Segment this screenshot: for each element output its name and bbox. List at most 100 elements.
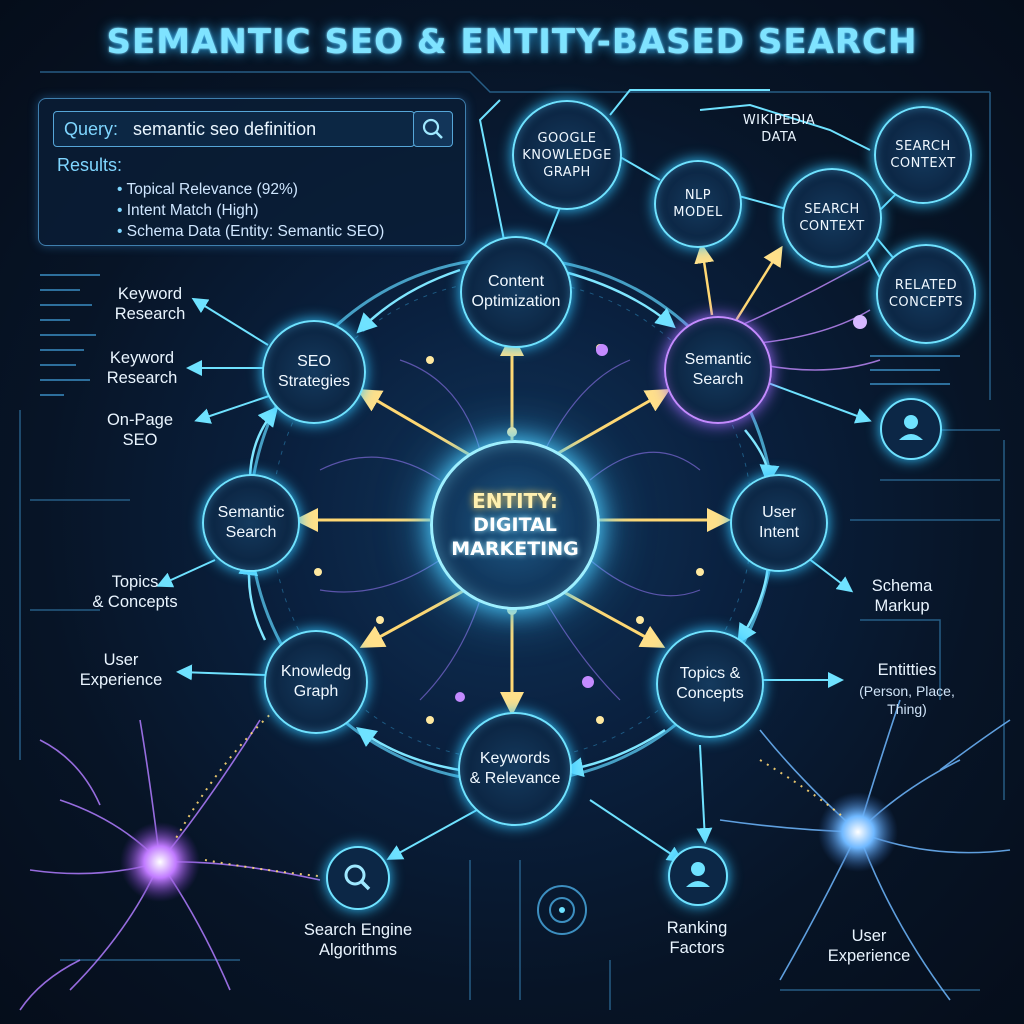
node-label: Content (487, 273, 545, 290)
node-label: KNOWLEDGE (522, 147, 612, 163)
node-label: Graph (293, 683, 339, 700)
user-icon (899, 415, 923, 440)
label-line: Schema (871, 577, 933, 595)
node-label: CONCEPTS (888, 295, 964, 310)
query-prefix: Query: (64, 119, 119, 139)
node-label: Optimization (471, 293, 561, 310)
label-line: Entitties (877, 661, 937, 679)
label-line: User (103, 651, 139, 669)
node-label: RELATED (894, 278, 958, 293)
node-label: Search (225, 524, 277, 541)
neuron-icon (120, 822, 200, 902)
label-line: Thing) (887, 701, 927, 717)
results-list: Topical Relevance (92%) Intent Match (Hi… (117, 179, 384, 242)
core-line-3: MARKETING (451, 538, 579, 560)
node-label: Keywords (479, 750, 551, 767)
label-line: Experience (827, 947, 911, 965)
label-entities: Entitties (842, 660, 972, 680)
query-text: semantic seo definition (133, 119, 317, 139)
result-item: Intent Match (High) (117, 200, 384, 221)
label-line: Research (106, 369, 178, 387)
node-label: Semantic (684, 351, 752, 368)
node-topics-concepts[interactable]: Topics & Concepts (656, 630, 764, 738)
user-node-bottom[interactable] (668, 846, 728, 906)
label-line: (Person, Place, (859, 683, 955, 699)
page-title: SEMANTIC SEO & ENTITY-BASED SEARCH (106, 22, 918, 62)
node-label: CONTEXT (890, 156, 956, 171)
label-line: Ranking (666, 919, 728, 937)
node-label: GOOGLE (537, 130, 597, 146)
node-keywords-relevance[interactable]: Keywords & Relevance (458, 712, 572, 826)
result-item: Schema Data (Entity: Semantic SEO) (117, 221, 385, 242)
node-label: MODEL (673, 205, 723, 220)
node-label: & Relevance (469, 770, 561, 787)
node-label: SEARCH (895, 139, 951, 154)
label-entities-examples: (Person, Place, Thing) (842, 682, 972, 718)
label-line: Topics (111, 573, 159, 591)
node-label: User (762, 504, 796, 521)
label-line: On-Page (106, 411, 174, 429)
search-engine-node[interactable] (326, 846, 390, 910)
results-label: Results: (57, 155, 123, 175)
core-line-1: ENTITY: (472, 489, 558, 513)
entity-core-node[interactable]: ENTITY: DIGITAL MARKETING (430, 440, 600, 610)
label-line: Markup (874, 597, 930, 615)
label-line: Search Engine (303, 921, 413, 939)
label-line: User (851, 927, 887, 945)
search-input[interactable]: Query: semantic seo definition (53, 111, 415, 147)
target-icon (537, 885, 587, 935)
node-label: Semantic (217, 504, 285, 521)
node-label: Strategies (277, 373, 351, 390)
node-label: SEARCH (804, 202, 860, 217)
node-seo-strategies[interactable]: SEO Strategies (262, 320, 366, 424)
node-label: CONTEXT (799, 219, 865, 234)
node-label: Search (692, 371, 744, 388)
node-nlp-model[interactable]: NLP MODEL (654, 160, 742, 248)
user-node-top[interactable] (880, 398, 942, 460)
query-panel: Query: semantic seo definition Results: … (38, 98, 466, 246)
node-search-context-mid[interactable]: SEARCH CONTEXT (782, 168, 882, 268)
label-line: Algorithms (319, 941, 397, 959)
node-label: SEO (297, 353, 331, 370)
label-topics-concepts-left: Topics & Concepts (80, 572, 190, 612)
label-line: Factors (669, 939, 725, 957)
label-line: Keyword (117, 285, 183, 303)
label-line: DATA (761, 130, 797, 145)
node-label: GRAPH (543, 164, 591, 180)
search-button[interactable] (413, 111, 453, 147)
node-label: Knowledg (280, 663, 352, 680)
label-line: Research (114, 305, 186, 323)
label-line: & Concepts (92, 593, 178, 611)
node-search-context-top[interactable]: SEARCH CONTEXT (874, 106, 972, 204)
label-wikipedia-data: WIKIPEDIA DATA (724, 112, 834, 146)
core-line-2: DIGITAL (473, 514, 557, 536)
node-label: Intent (758, 524, 800, 541)
label-line: Experience (79, 671, 163, 689)
label-line: SEO (122, 431, 158, 449)
node-label: Concepts (676, 685, 744, 702)
node-label: NLP (684, 188, 712, 203)
node-related-concepts[interactable]: RELATED CONCEPTS (876, 244, 976, 344)
result-item: Topical Relevance (92%) (117, 179, 384, 200)
search-icon (422, 118, 443, 139)
label-line: Keyword (109, 349, 175, 367)
label-line: WIKIPEDIA (742, 113, 816, 128)
search-icon (344, 864, 371, 891)
user-icon (686, 862, 710, 887)
node-label: Topics & (679, 665, 741, 682)
